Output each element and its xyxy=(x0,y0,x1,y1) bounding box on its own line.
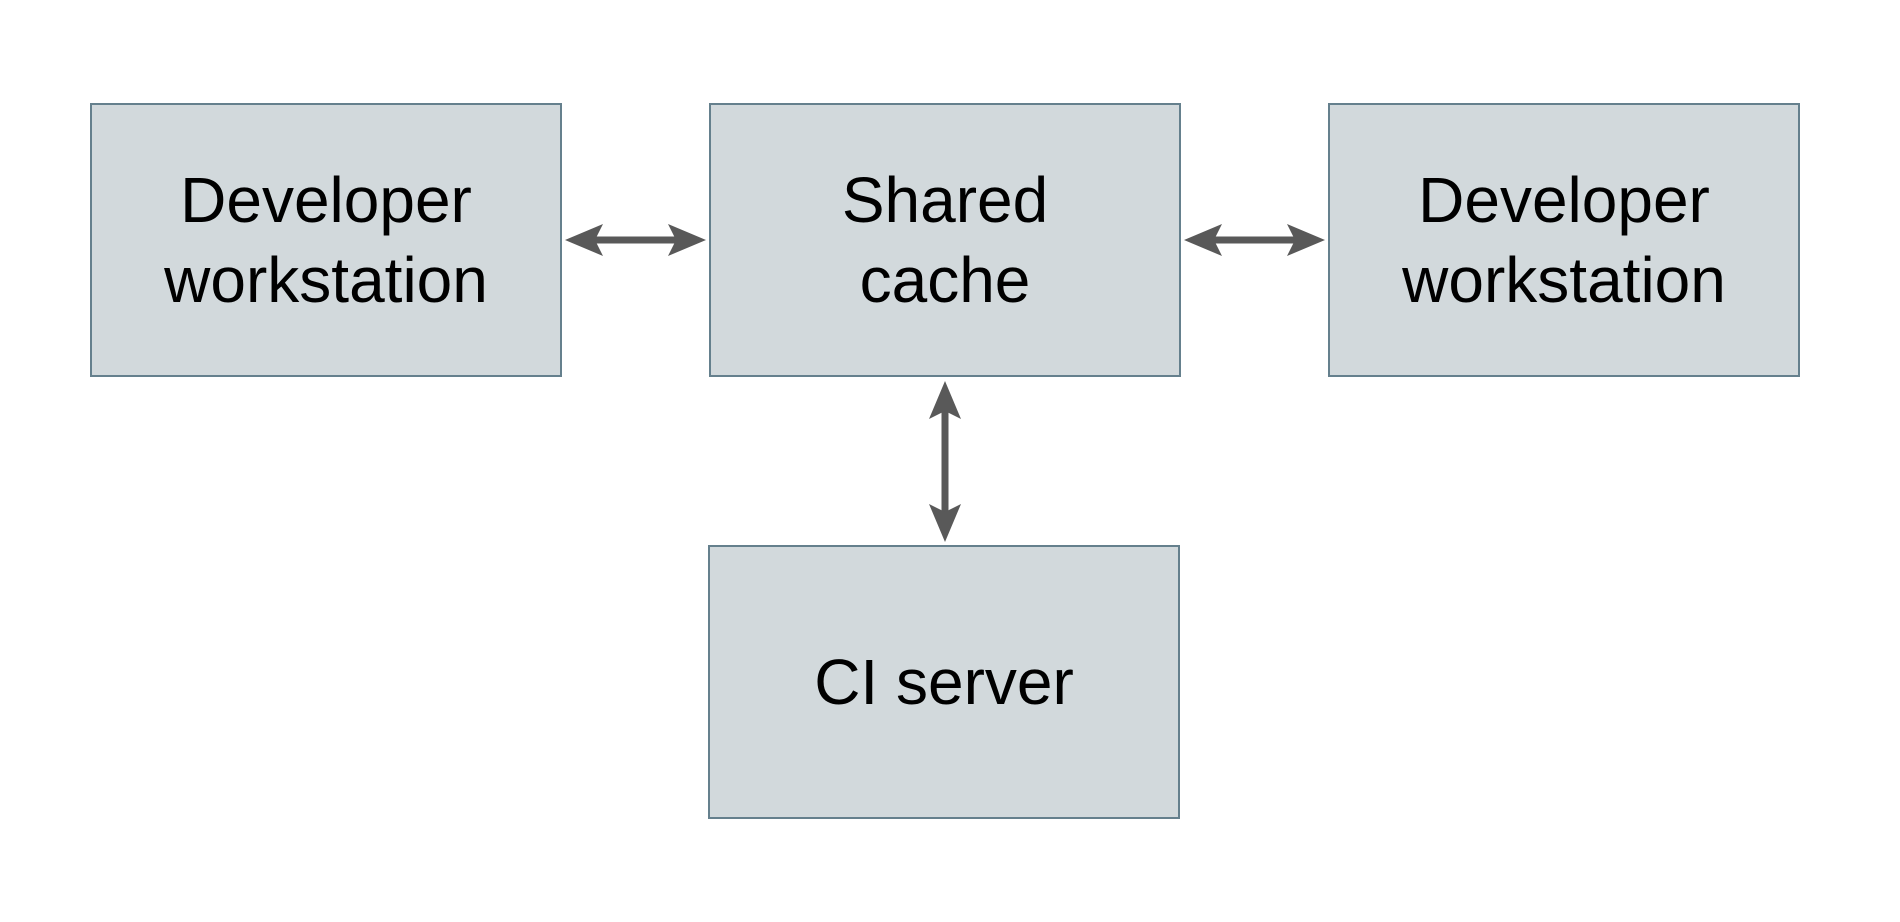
arrowhead-right-icon xyxy=(668,224,706,256)
arrowhead-up-icon xyxy=(929,381,961,419)
node-ci-server: CI server xyxy=(708,545,1180,819)
arrowhead-left-icon xyxy=(1184,224,1222,256)
bidirectional-arrow-right xyxy=(1184,224,1325,256)
bidirectional-arrow-left xyxy=(565,224,706,256)
arrowhead-left-icon xyxy=(565,224,603,256)
node-developer-workstation-right: Developer workstation xyxy=(1328,103,1800,377)
node-label: CI server xyxy=(814,646,1074,718)
node-label: Shared cache xyxy=(841,164,1049,316)
node-shared-cache: Shared cache xyxy=(709,103,1181,377)
bidirectional-arrow-vertical xyxy=(929,381,961,542)
node-label: Developer workstation xyxy=(164,164,488,316)
arrowhead-right-icon xyxy=(1287,224,1325,256)
node-label: Developer workstation xyxy=(1402,164,1726,316)
arrowhead-down-icon xyxy=(929,504,961,542)
node-developer-workstation-left: Developer workstation xyxy=(90,103,562,377)
